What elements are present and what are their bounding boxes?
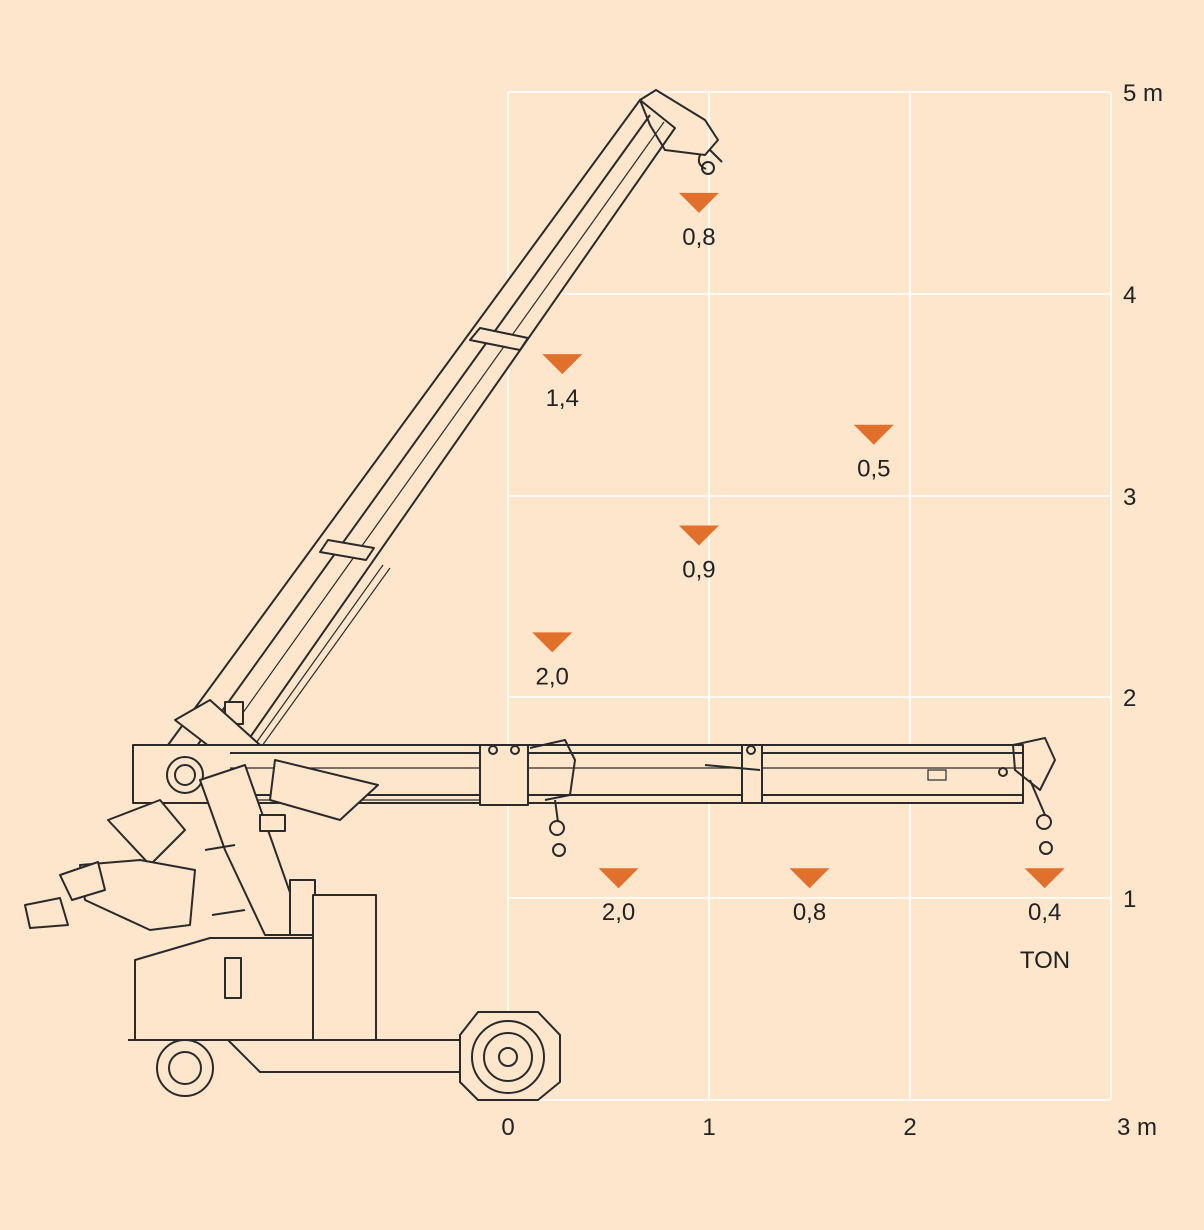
load-marker-icon <box>598 868 639 889</box>
load-marker-icon <box>542 354 583 375</box>
load-marker-icon <box>678 192 719 213</box>
load-marker-icon <box>678 525 719 546</box>
load-markers: 0,8 1,4 0,5 0,9 2,0 2,0 0,8 0,4 <box>532 192 1065 926</box>
load-value-label: 0,8 <box>682 224 715 251</box>
y-tick-label: 1 <box>1123 886 1136 913</box>
load-value-label: 0,5 <box>857 456 890 483</box>
y-tick-label: 5 m <box>1123 80 1163 107</box>
load-value-label: 0,9 <box>682 557 715 584</box>
x-tick-label: 1 <box>702 1114 715 1141</box>
x-tick-label: 2 <box>903 1114 916 1141</box>
wheel-rear-icon <box>156 1039 214 1097</box>
raised-boom <box>167 89 723 771</box>
grid <box>507 91 1112 1101</box>
unit-label: TON <box>1020 947 1070 974</box>
x-axis: 0 1 2 3 m <box>501 1114 1157 1141</box>
load-value-label: 1,4 <box>546 385 579 412</box>
y-axis: 1 2 3 4 5 m <box>1123 80 1163 913</box>
y-tick-label: 2 <box>1123 685 1136 712</box>
crane-drawing <box>24 89 1056 1101</box>
y-tick-label: 4 <box>1123 282 1136 309</box>
load-marker-icon <box>532 632 573 653</box>
load-value-label: 2,0 <box>602 899 635 926</box>
load-marker-icon <box>1024 868 1065 889</box>
chassis <box>156 1011 561 1101</box>
load-value-label: 0,8 <box>793 899 826 926</box>
x-tick-label: 3 m <box>1117 1114 1157 1141</box>
load-value-label: 2,0 <box>536 663 569 690</box>
load-marker-icon <box>853 424 894 445</box>
load-value-label: 0,4 <box>1028 899 1061 926</box>
wheel-front-icon <box>471 1020 545 1094</box>
crane-body <box>24 756 470 1041</box>
x-tick-label: 0 <box>501 1114 514 1141</box>
y-tick-label: 3 <box>1123 484 1136 511</box>
load-marker-icon <box>789 868 830 889</box>
